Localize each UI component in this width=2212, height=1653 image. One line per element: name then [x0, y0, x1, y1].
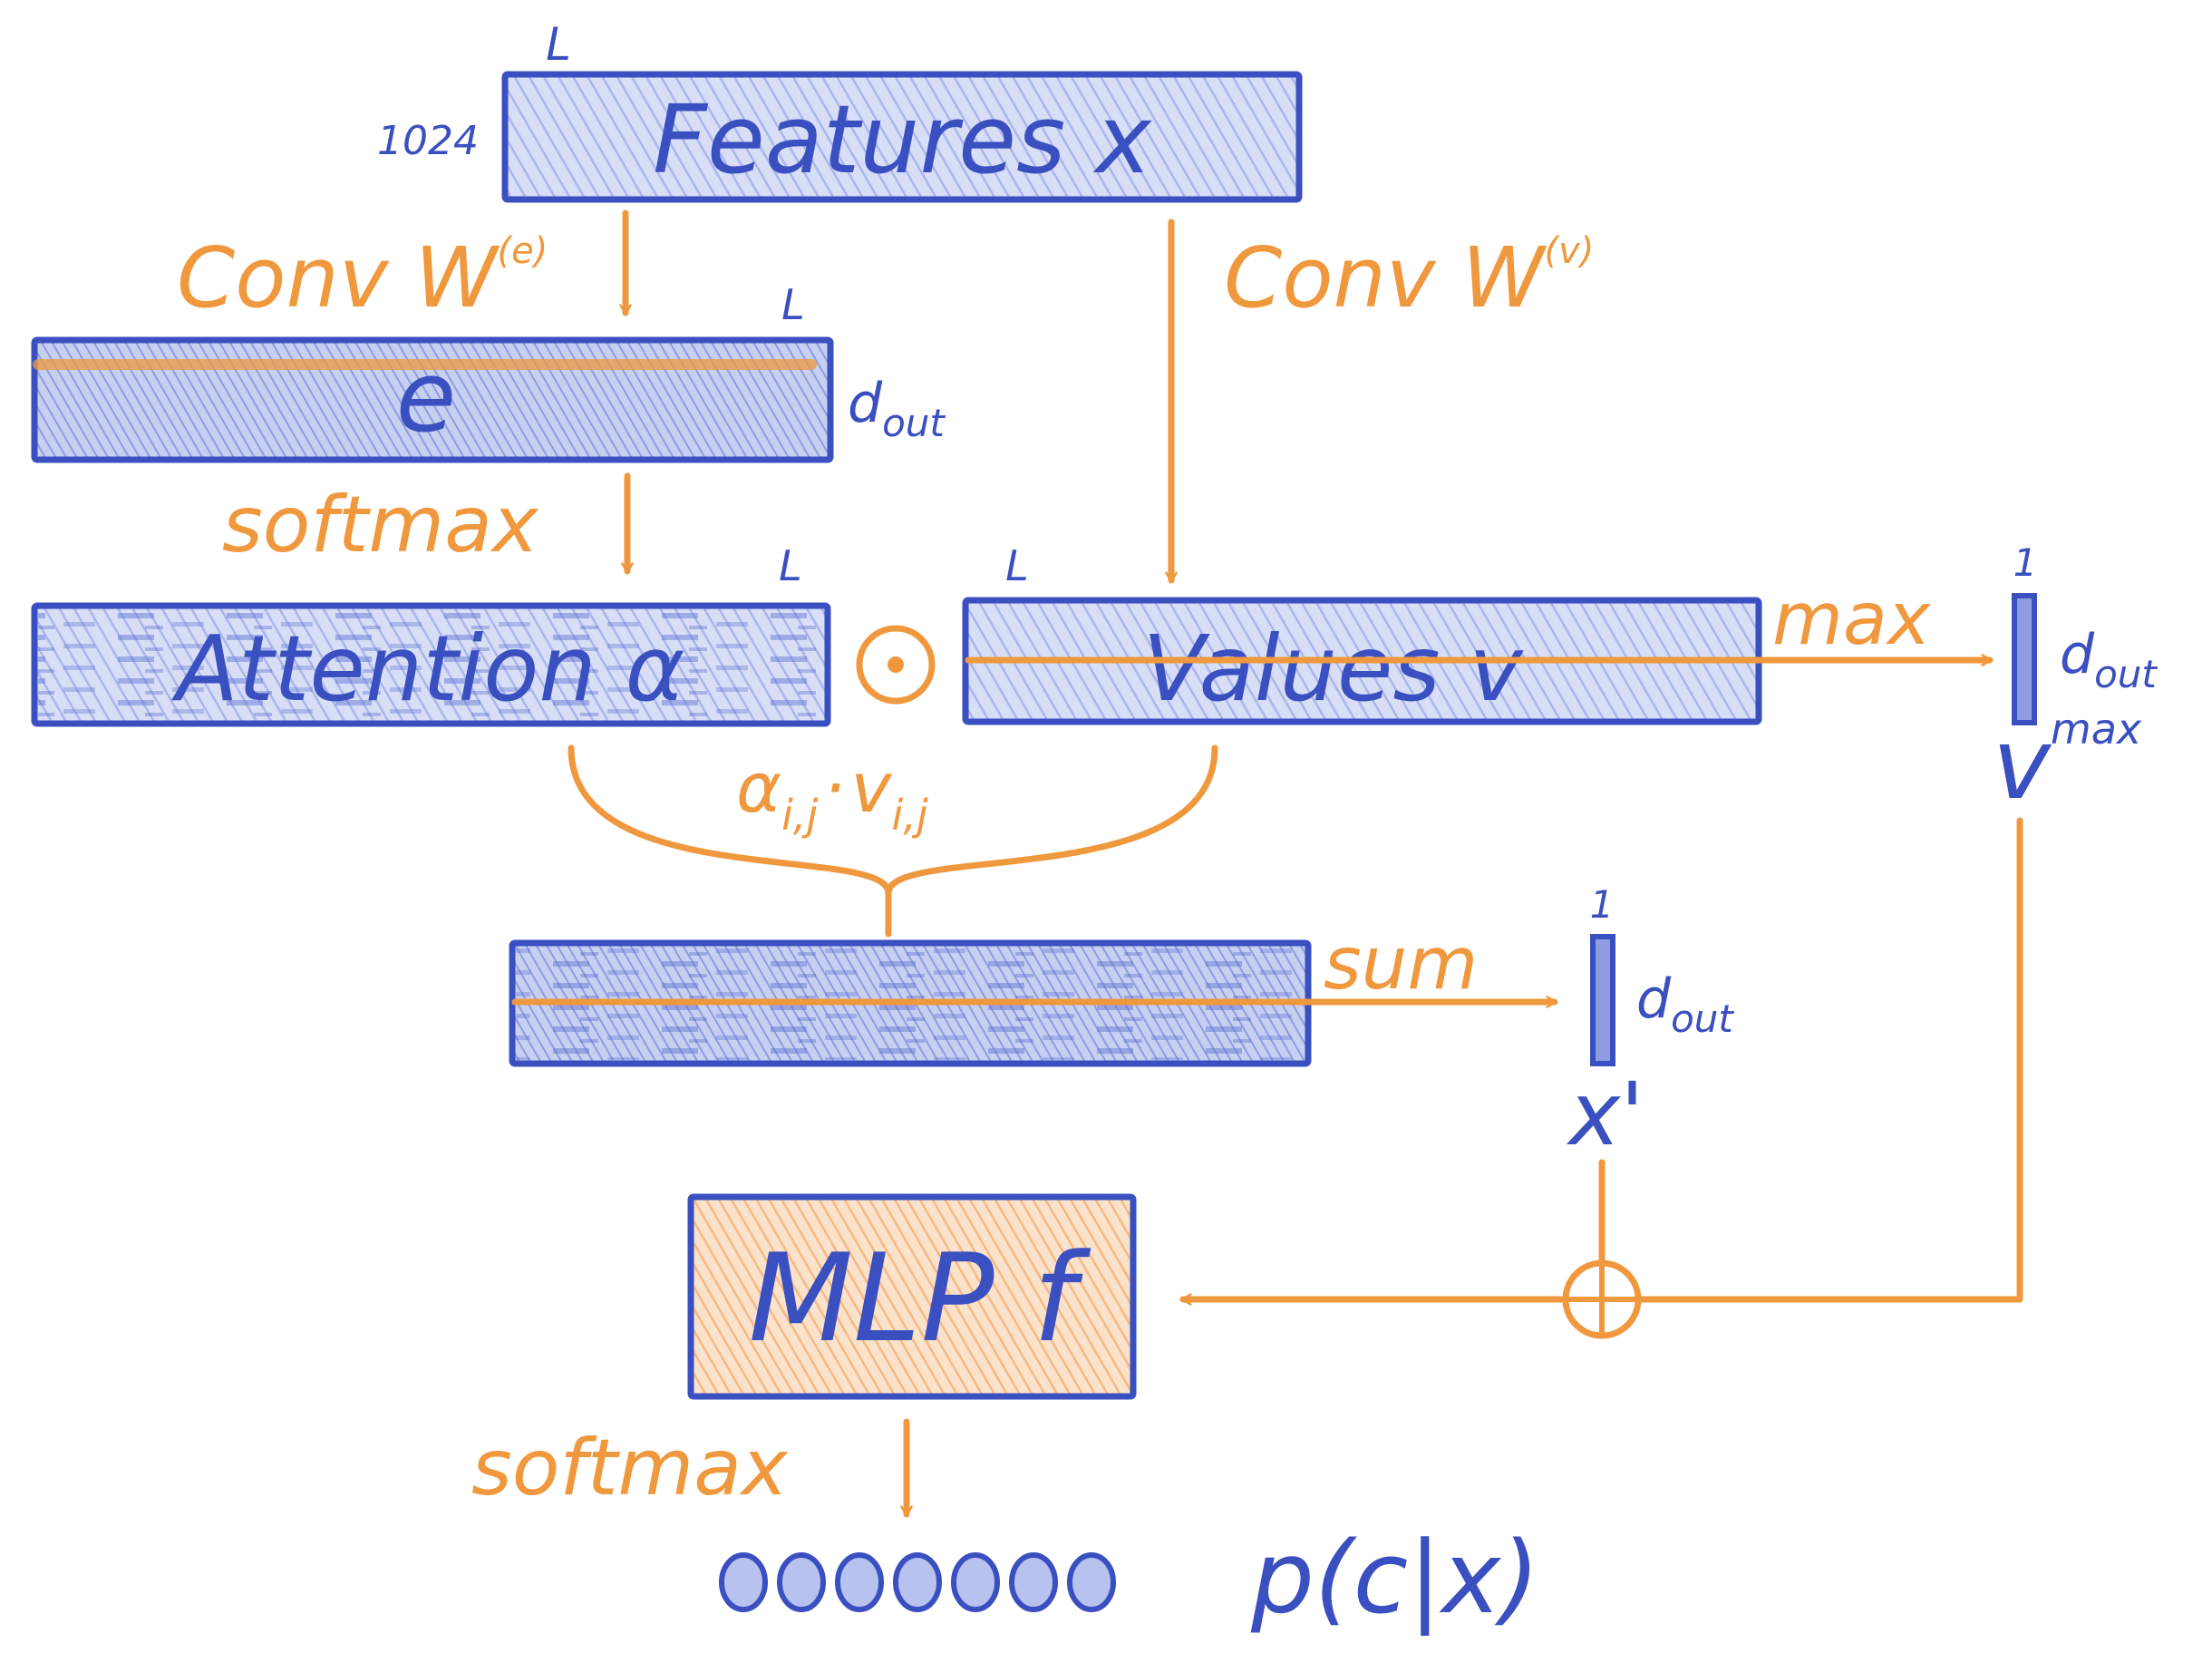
features-dim-top: L [546, 18, 571, 71]
probability-outputs [719, 1552, 1116, 1612]
vmax-dim-right: dout [2060, 623, 2158, 696]
xprime-dim-right: dout [1636, 967, 1734, 1041]
attention-label: Attention α [171, 616, 685, 722]
softmax-1-op: softmax [222, 472, 634, 575]
conv-v-op: Conv W(v) [1165, 219, 1594, 584]
prob-output-node [719, 1552, 768, 1612]
e-block: e L dout [31, 280, 946, 463]
softmax-2-label: softmax [471, 1423, 789, 1513]
hadamard-op [856, 625, 936, 705]
prob-output-node [835, 1552, 884, 1612]
prob-output-node [951, 1552, 1000, 1612]
vmax-output: 1 dout vmax [1993, 540, 2158, 822]
prob-output-node [777, 1552, 826, 1612]
conv-e-label: Conv W(e) [177, 229, 548, 326]
line-vmax-to-concat [1637, 817, 2023, 1303]
prob-output-node [1067, 1552, 1116, 1612]
features-block: Features x L 1024 [377, 18, 1303, 203]
softmax-2-op: softmax [471, 1418, 913, 1518]
e-dim-top: L [781, 280, 805, 329]
values-label: Values v [1142, 616, 1524, 722]
prob-label: p(c|x) [1250, 1520, 1539, 1637]
prob-output-node [893, 1552, 942, 1612]
weighted-block: sum [509, 921, 1558, 1067]
softmax-1-label: softmax [222, 480, 539, 570]
xprime-label: x' [1566, 1064, 1644, 1165]
hadamard-dot [888, 656, 904, 673]
concat-connections [1179, 817, 2023, 1339]
attention-dim-top: L [779, 541, 802, 590]
vmax-vector [2012, 593, 2037, 725]
conv-v-label: Conv W(v) [1224, 229, 1594, 326]
vmax-dim-top: 1 [2013, 540, 2038, 585]
xprime-dim-top: 1 [1590, 882, 1615, 927]
product-merge: αi,j·vi,j [568, 744, 1218, 938]
xprime-vector [1590, 934, 1615, 1066]
mlp-block: MLP f [687, 1193, 1137, 1400]
conv-e-op: Conv W(e) [177, 209, 632, 326]
max-label: max [1772, 577, 1932, 661]
vmax-label: vmax [1993, 705, 2142, 822]
prob-output-node [1009, 1552, 1058, 1612]
xprime-output: 1 dout x' [1566, 882, 1734, 1165]
attention-block: Attention α L [31, 541, 831, 727]
e-dim-right: dout [848, 372, 946, 445]
values-dim-top: L [1005, 541, 1029, 590]
sum-label: sum [1324, 921, 1478, 1006]
mlp-label: MLP f [749, 1228, 1092, 1369]
product-label: αi,j·vi,j [736, 747, 928, 840]
features-dim-left: 1024 [377, 118, 479, 164]
features-label: Features x [653, 84, 1152, 195]
e-label: e [396, 341, 456, 454]
values-block: Values v L max [962, 541, 1994, 725]
